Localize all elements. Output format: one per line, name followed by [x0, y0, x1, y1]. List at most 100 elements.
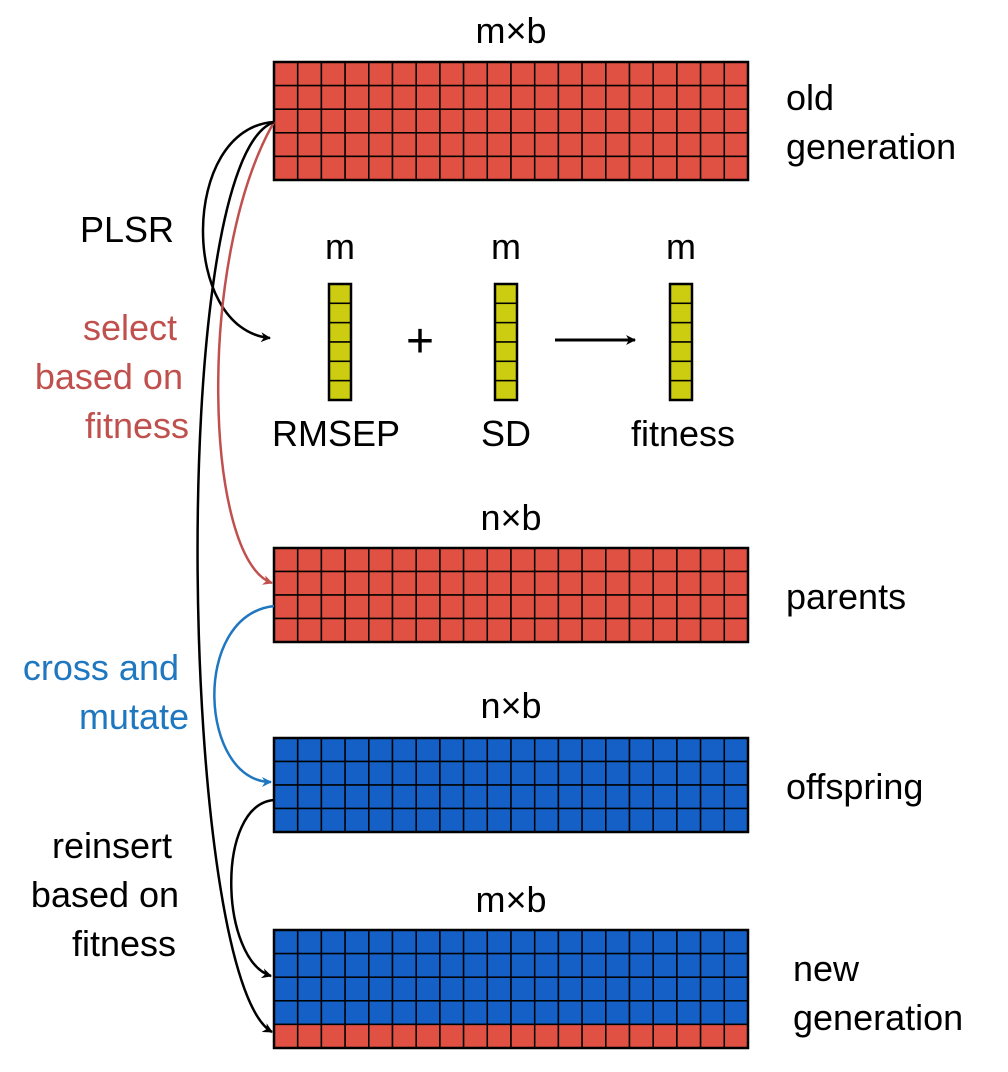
old-generation-cell — [628, 132, 654, 158]
parents-cell — [557, 594, 583, 620]
new-generation-cell — [320, 929, 346, 955]
old-generation-dim-label: m×b — [475, 10, 546, 51]
new-generation-cell — [344, 1023, 370, 1049]
fitness-vector — [668, 282, 694, 402]
old-generation-cell — [699, 132, 726, 158]
old-generation-cell — [676, 108, 702, 134]
parents-cell — [439, 547, 465, 573]
parents-cell — [652, 617, 678, 643]
offspring-cell — [320, 784, 346, 810]
new-generation-cell — [296, 1000, 323, 1026]
parents-cell — [723, 547, 749, 573]
new-generation-cell — [344, 929, 370, 955]
offspring-cell — [557, 760, 583, 786]
old-generation-cell — [628, 155, 654, 181]
old-generation-cell — [415, 84, 441, 110]
sd-cell — [494, 360, 518, 382]
offspring-cell — [391, 737, 417, 763]
new-generation-cell — [581, 976, 607, 1002]
sd-top-label: m — [491, 226, 521, 267]
offspring-cell — [652, 760, 678, 786]
parents-cell — [391, 594, 417, 620]
old-generation-cell — [320, 61, 346, 87]
rmsep-top-label: m — [325, 226, 355, 267]
new-generation-cell — [557, 952, 583, 978]
old-generation-cell — [273, 108, 299, 134]
offspring-cell — [605, 807, 631, 833]
new-generation-cell — [605, 929, 631, 955]
new-generation-cell — [486, 976, 512, 1002]
offspring-cell — [676, 760, 702, 786]
new-generation-cell — [533, 1023, 560, 1049]
parents-cell — [344, 570, 370, 596]
offspring-cell — [652, 737, 678, 763]
old-generation-cell — [486, 155, 512, 181]
old-generation-cell — [699, 61, 726, 87]
offspring-cell — [699, 760, 726, 786]
offspring-cell — [273, 760, 299, 786]
offspring-cell — [486, 737, 512, 763]
new-generation-cell — [676, 929, 702, 955]
new-generation-cell — [320, 1000, 346, 1026]
offspring-cell — [723, 784, 749, 810]
fitness-cell — [669, 341, 693, 363]
new-generation-cell — [273, 1023, 299, 1049]
offspring-cell — [652, 784, 678, 810]
new-generation-cell — [652, 1023, 678, 1049]
parents-cell — [628, 570, 654, 596]
parents-cell — [652, 547, 678, 573]
parents-cell — [699, 617, 726, 643]
offspring-cell — [273, 784, 299, 810]
new-generation-cell — [439, 976, 465, 1002]
new-generation-cell — [391, 929, 417, 955]
offspring-cell — [628, 784, 654, 810]
new-generation-cell — [557, 976, 583, 1002]
offspring-cell — [581, 807, 607, 833]
offspring-cell — [296, 760, 323, 786]
parents-cell — [415, 570, 441, 596]
new-generation-cell — [486, 952, 512, 978]
old-generation-cell — [723, 108, 749, 134]
parents-cell — [557, 547, 583, 573]
parents-cell — [676, 594, 702, 620]
offspring-cell — [320, 737, 346, 763]
offspring-cell — [391, 760, 417, 786]
offspring-cell — [581, 737, 607, 763]
old-generation-cell — [510, 132, 536, 158]
sd-cell — [494, 321, 518, 343]
parents-cell — [462, 570, 489, 596]
old-generation-cell — [368, 108, 394, 134]
parents-cell — [652, 594, 678, 620]
old-generation-cell — [581, 108, 607, 134]
old-generation-cell — [439, 61, 465, 87]
old-generation-cell — [676, 155, 702, 181]
new-generation-cell — [439, 929, 465, 955]
offspring-matrix — [272, 736, 750, 834]
new-generation-cell — [320, 952, 346, 978]
offspring-cell — [439, 760, 465, 786]
parents-cell — [581, 570, 607, 596]
new-generation-cell — [368, 952, 394, 978]
new-generation-cell — [581, 1000, 607, 1026]
old-generation-cell — [605, 84, 631, 110]
new-generation-label-line-1: new — [793, 948, 860, 989]
new-generation-cell — [296, 976, 323, 1002]
parents-cell — [273, 594, 299, 620]
new-generation-cell — [652, 952, 678, 978]
parents-cell — [462, 547, 489, 573]
new-generation-cell — [510, 929, 536, 955]
old-generation-cell — [699, 84, 726, 110]
parents-cell — [605, 617, 631, 643]
new-generation-cell — [415, 1023, 441, 1049]
old-generation-cell — [344, 155, 370, 181]
parents-cell — [320, 547, 346, 573]
parents-cell — [439, 617, 465, 643]
offspring-cell — [296, 784, 323, 810]
offspring-cell — [391, 784, 417, 810]
new-generation-cell — [368, 976, 394, 1002]
parents-cell — [486, 617, 512, 643]
parents-border — [272, 546, 750, 644]
old-generation-cell — [486, 132, 512, 158]
old-generation-cell — [344, 84, 370, 110]
